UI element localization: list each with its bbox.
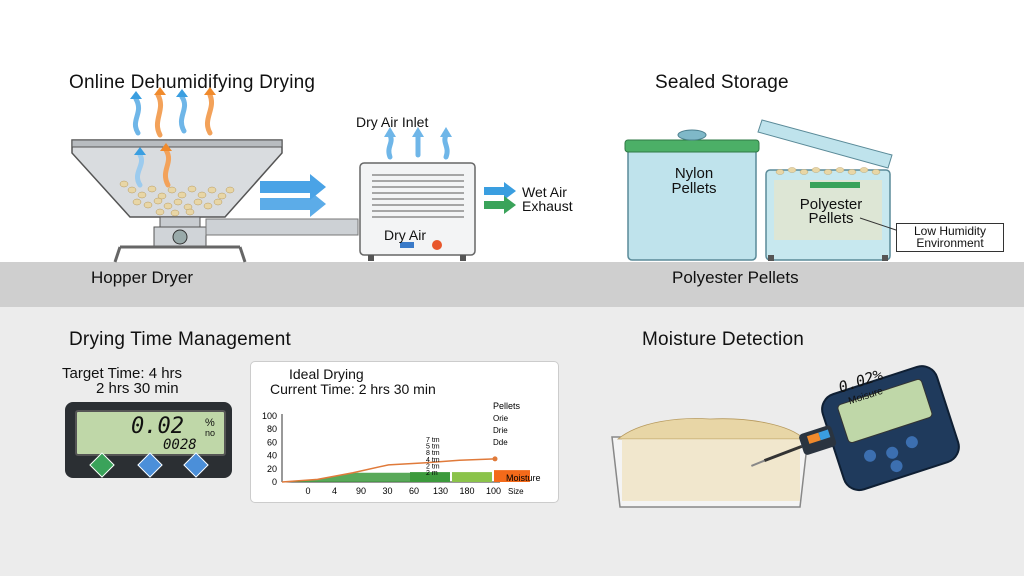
hopper-dryer-illustration: [71, 87, 516, 263]
x-tick-label: 90: [356, 486, 366, 496]
exhaust-arrow: [484, 196, 516, 214]
wet-air-label: Wet Air: [522, 184, 567, 200]
nylon-label-line2: Pellets: [671, 180, 717, 197]
x-tick-label: 180: [459, 486, 474, 496]
timer-lcd: 0.02 % no 0028: [75, 410, 226, 456]
x-tick-label: 30: [382, 486, 392, 496]
stair-label: 2 m: [426, 470, 438, 477]
y-tick-label: 0: [272, 477, 277, 487]
y-tick-label: 20: [267, 464, 277, 474]
moisture-detection-title: Moisture Detection: [642, 329, 805, 350]
chart-bar-0: [410, 472, 450, 482]
inlet-arrows: [386, 132, 450, 160]
stair-label: 7 tm: [426, 437, 440, 444]
dryer-display-icon: [400, 242, 414, 248]
ground-strip: [0, 262, 1024, 307]
hopper-dryer-label: Hopper Dryer: [91, 268, 194, 287]
dryer-power-icon: [432, 240, 442, 250]
rising-air-arrows: [132, 92, 214, 188]
line-point: [492, 456, 498, 462]
timer-value: 0.02: [131, 414, 184, 439]
timer-count: 0028: [163, 437, 197, 453]
dry-air-label: Dry Air: [384, 227, 426, 243]
chart-bar-2: [494, 470, 530, 482]
stair-label: 2 tm: [426, 463, 440, 470]
chart-title-1: Ideal Drying: [289, 366, 364, 382]
timer-button-green[interactable]: [89, 452, 115, 478]
hopper-pellets: [119, 180, 235, 217]
timer-button-blue-1[interactable]: [137, 452, 163, 478]
moisture-meter: [750, 365, 960, 492]
callout-line1: Low Humidity: [913, 224, 987, 238]
nylon-label-line1: Nylon: [674, 165, 714, 182]
x-axis-label-2: Size: [508, 487, 524, 496]
drying-chart: 100 80 60 40 20 0 7 tm5 tm8 tm4 tm2 tm2 m 0 4 90 3…: [262, 401, 541, 496]
y-tick-label: 80: [267, 424, 277, 434]
x-axis-label-1: Moisture: [506, 473, 541, 483]
polyester-lid: [757, 119, 893, 169]
storage-tanks-illustration: [624, 119, 903, 261]
chart-title-2: Current Time: 2 hrs 30 min: [270, 381, 436, 397]
chart-bar-1: [452, 472, 492, 482]
moisture-detection-illustration: [611, 365, 960, 508]
y-tick-label: 60: [267, 437, 277, 447]
x-tick-label: 4: [332, 486, 337, 496]
legend-label: Pellets: [493, 401, 521, 411]
legend-label: Dde: [493, 438, 508, 447]
sealed-storage-title: Sealed Storage: [655, 72, 789, 93]
legend-label: Drie: [493, 426, 508, 435]
polyester-tank-label: Polyester Pellets: [776, 196, 886, 227]
polyester-label-line1: Polyester: [799, 196, 863, 213]
motor-icon: [172, 229, 188, 245]
polyester-pellets: [775, 167, 881, 175]
dryer-unit: [359, 162, 476, 256]
polyester-pellets-label: Polyester Pellets: [672, 268, 799, 287]
elapsed-time-label: 2 hrs 30 min: [96, 380, 179, 397]
stair-label: 5 tm: [426, 444, 440, 451]
polyester-label-line2: Pellets: [808, 210, 854, 227]
legend-label: Orie: [493, 414, 509, 423]
drying-line: [281, 458, 496, 483]
nylon-label: Nylon Pellets: [649, 166, 739, 196]
dry-air-inlet-label: Dry Air Inlet: [356, 114, 429, 130]
x-tick-label: 100: [486, 486, 501, 496]
nylon-lid: [624, 139, 760, 153]
hopper-body: [71, 139, 283, 218]
low-humidity-callout: Low Humidity Environment: [896, 223, 1004, 252]
x-tick-label: 130: [433, 486, 448, 496]
timer-button-blue-2[interactable]: [183, 452, 209, 478]
stair-label: 8 tm: [426, 450, 440, 457]
callout-line2: Environment: [916, 236, 984, 250]
exhaust-label: Exhaust: [522, 198, 573, 214]
drying-timer-device: 0.02 % no 0028: [65, 402, 232, 478]
drying-time-title: Drying Time Management: [69, 329, 291, 350]
y-tick-label: 40: [267, 451, 277, 461]
flow-arrows: [260, 174, 326, 217]
dehumidifying-title: Online Dehumidifying Drying: [69, 72, 316, 93]
timer-sub: no: [205, 428, 216, 438]
x-tick-label: 60: [409, 486, 419, 496]
y-tick-label: 100: [262, 411, 277, 421]
wet-air-arrow: [484, 182, 516, 200]
target-time-label: Target Time: 4 hrs: [62, 365, 183, 382]
timer-unit: %: [205, 417, 215, 429]
stair-label: 4 tm: [426, 457, 440, 464]
x-tick-label: 0: [305, 486, 310, 496]
